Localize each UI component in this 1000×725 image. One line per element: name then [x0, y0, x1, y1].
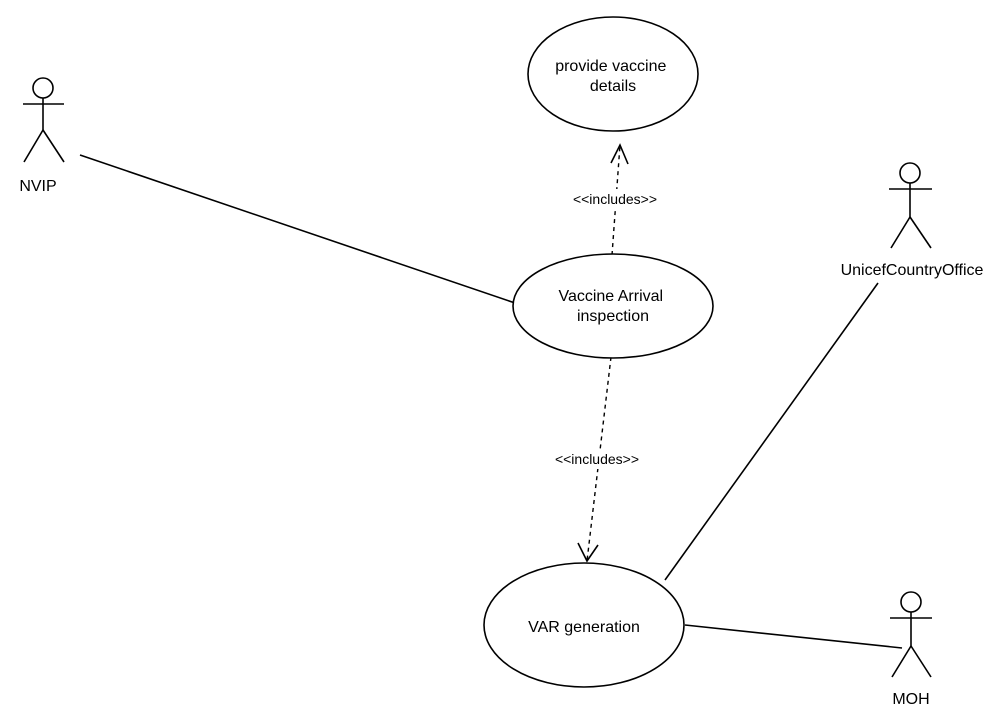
actor-name: MOH	[892, 691, 929, 708]
use-case-provide-vaccine-details: provide vaccine details	[527, 16, 699, 132]
association-unicef-var	[664, 282, 879, 581]
include-arrow-bottom-line	[586, 356, 612, 562]
include-arrow-top-head	[610, 143, 629, 165]
use-case-label-line-2: inspection	[577, 308, 649, 325]
association-nvip-inspection	[79, 154, 516, 304]
actor-unicef-country-office: UnicefCountryOffice	[841, 162, 984, 279]
use-case-label-line-2: details	[590, 78, 636, 95]
actor-name: UnicefCountryOffice	[841, 262, 984, 279]
use-case-var-generation: VAR generation	[483, 562, 685, 688]
use-case-vaccine-arrival-inspection: Vaccine Arrival inspection	[512, 253, 714, 359]
actor-name: NVIP	[19, 178, 56, 195]
association-moh-var	[684, 624, 903, 649]
stick-figure-icon	[23, 77, 65, 163]
use-case-label-line-1: provide vaccine	[555, 58, 666, 75]
svg-text:provide vaccine details: provide vaccine details	[555, 58, 671, 95]
actor-moh: MOH	[890, 591, 932, 708]
svg-text:VAR generation: VAR generation	[528, 619, 640, 636]
use-case-label-line-1: Vaccine Arrival	[558, 288, 663, 305]
use-case-label: VAR generation	[528, 619, 640, 636]
svg-text:Vaccine Arrival inspecti: Vaccine Arrival inspection	[558, 288, 667, 325]
include-label-bottom: <<includes>>	[555, 451, 639, 467]
stick-figure-icon	[890, 591, 932, 678]
include-arrow-bottom-head	[577, 542, 599, 563]
include-label-top: <<includes>>	[573, 191, 657, 207]
stick-figure-icon	[889, 162, 932, 249]
include-arrow-top-line	[611, 144, 621, 256]
actor-nvip: NVIP	[19, 77, 65, 195]
